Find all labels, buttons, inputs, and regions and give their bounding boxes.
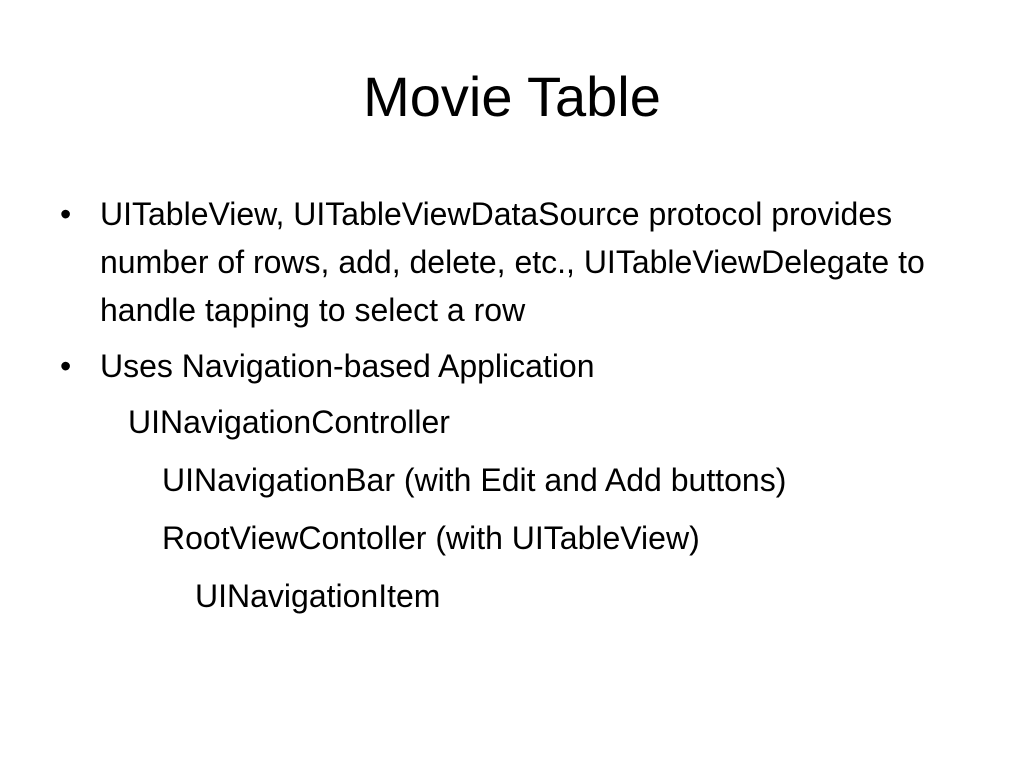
sub-item-navigation-item: UINavigationItem bbox=[195, 578, 441, 614]
slide-title: Movie Table bbox=[363, 65, 661, 128]
bullet-item: • Uses Navigation-based Application bbox=[60, 342, 980, 390]
bullet-text: UITableView, UITableViewDataSource proto… bbox=[100, 196, 925, 328]
bullet-text: Uses Navigation-based Application bbox=[100, 348, 595, 384]
sub-item-navigation-bar: UINavigationBar (with Edit and Add butto… bbox=[162, 462, 787, 498]
slide-body: • UITableView, UITableViewDataSource pro… bbox=[60, 190, 980, 630]
sub-item-navigation-controller: UINavigationController bbox=[128, 404, 450, 440]
bullet-icon: • bbox=[60, 196, 72, 232]
sub-item-root-view-controller: RootViewContoller (with UITableView) bbox=[162, 520, 700, 556]
bullet-item: • UITableView, UITableViewDataSource pro… bbox=[60, 190, 980, 334]
bullet-icon: • bbox=[60, 348, 72, 384]
